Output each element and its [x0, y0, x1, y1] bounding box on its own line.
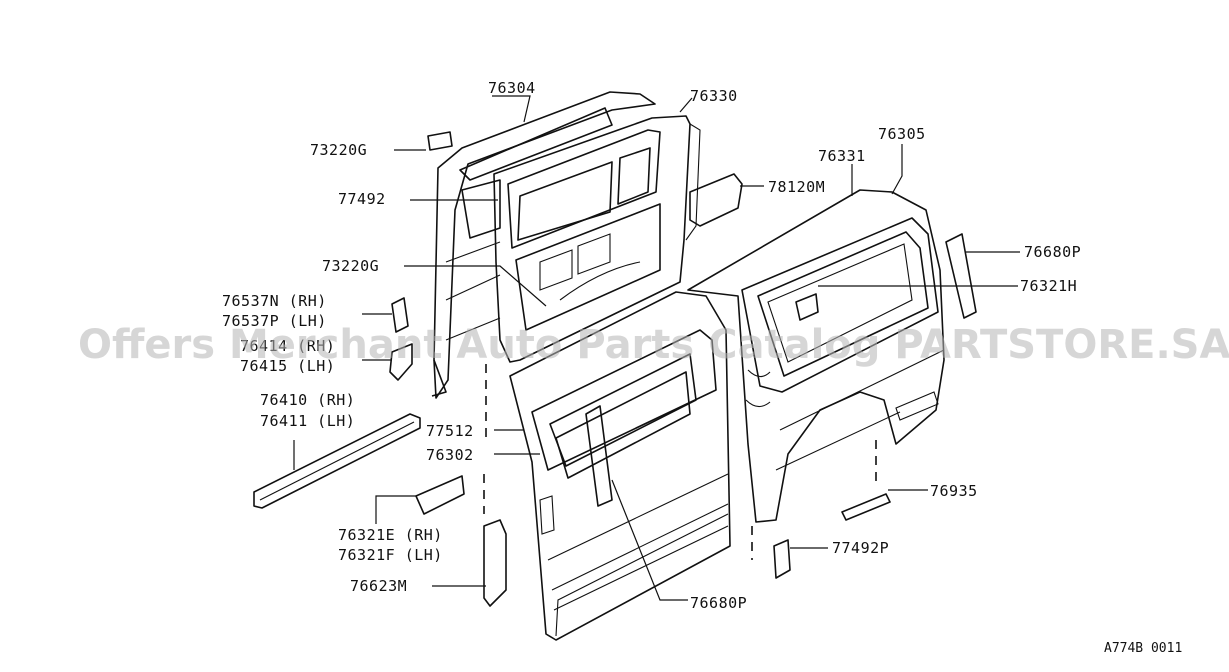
label-76935: 76935 [930, 482, 978, 500]
front-side-panel[interactable] [431, 91, 656, 399]
label-76304: 76304 [488, 79, 536, 97]
label-76414: 76414 (RH) [240, 337, 335, 355]
label-76321e: 76321E (RH) [338, 526, 443, 544]
label-76321h: 76321H [1020, 277, 1077, 295]
label-76680p-top: 76680P [1024, 243, 1081, 261]
label-76537p: 76537P (LH) [222, 312, 327, 330]
label-76321f: 76321F (LH) [338, 546, 443, 564]
clip-73220g[interactable] [427, 131, 453, 151]
molding-76680p-rear[interactable] [945, 233, 977, 319]
label-76411: 76411 (LH) [260, 412, 355, 430]
label-76302: 76302 [426, 446, 474, 464]
pillar-trim-76623m[interactable] [483, 519, 507, 607]
label-73220g-top: 73220G [310, 141, 367, 159]
label-78120m: 78120M [768, 178, 825, 196]
label-76623m: 76623M [350, 577, 407, 595]
label-77492: 77492 [338, 190, 386, 208]
side-molding-76410[interactable] [253, 413, 421, 509]
label-76410: 76410 (RH) [260, 391, 355, 409]
sliding-door[interactable] [509, 291, 731, 641]
bracket-76321h[interactable] [795, 293, 819, 321]
label-76415: 76415 (LH) [240, 357, 335, 375]
label-76331: 76331 [818, 147, 866, 165]
leader-lines [293, 95, 1020, 601]
bracket-76321e[interactable] [415, 475, 465, 515]
label-76330: 76330 [690, 87, 738, 105]
label-77492p: 77492P [832, 539, 889, 557]
bracket-76537[interactable] [389, 297, 413, 381]
rear-quarter-panel[interactable] [687, 189, 945, 523]
mudguard-76935[interactable] [841, 493, 891, 521]
label-76537n: 76537N (RH) [222, 292, 327, 310]
label-76305: 76305 [878, 125, 926, 143]
plate-77492p[interactable] [773, 539, 791, 579]
fuel-lid-78120m[interactable] [689, 173, 743, 227]
label-73220g-mid: 73220G [322, 257, 379, 275]
label-76680p-bottom: 76680P [690, 594, 747, 612]
label-77512: 77512 [426, 422, 474, 440]
center-pillar-panel[interactable] [493, 115, 701, 363]
diagram-code: A774B 0011 [1104, 641, 1182, 656]
watermark: Offers Merchant Auto Parts Catalog PARTS… [78, 322, 1229, 368]
